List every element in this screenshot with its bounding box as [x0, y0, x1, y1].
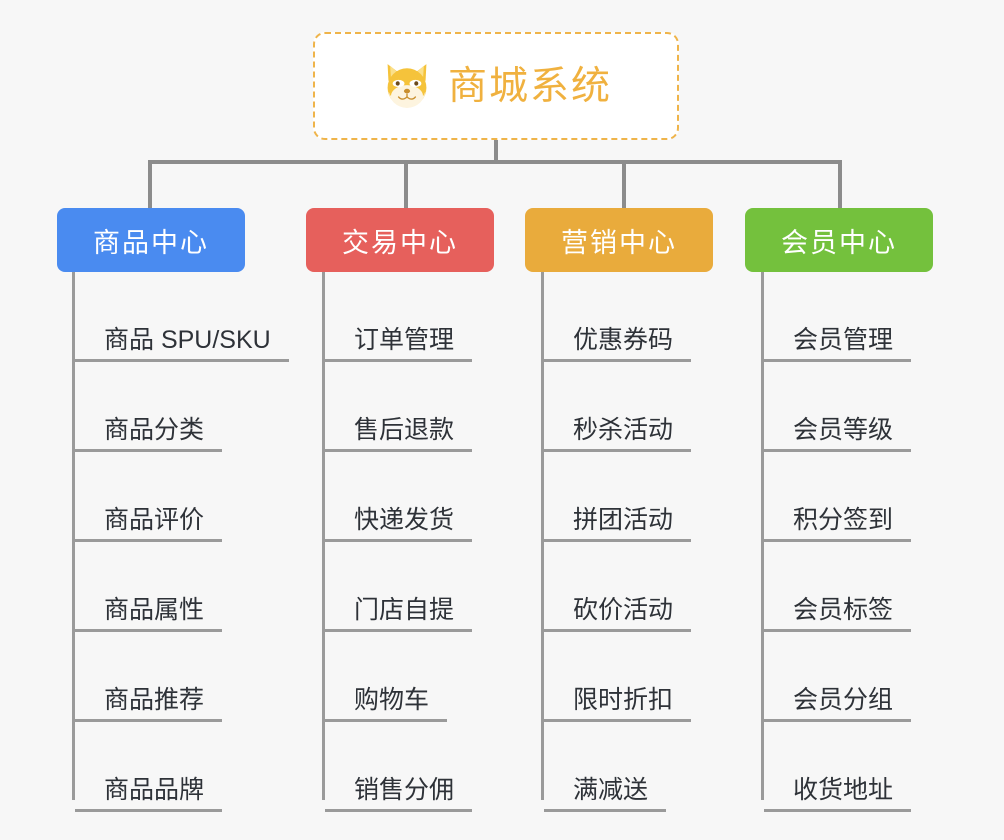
leaf-label: 商品分类 [75, 417, 223, 452]
list-item[interactable]: 限时折扣 [541, 632, 692, 722]
list-item[interactable]: 会员分组 [761, 632, 912, 722]
leaf-label: 优惠券码 [544, 327, 692, 362]
list-item[interactable]: 会员标签 [761, 542, 912, 632]
leaf-label: 商品推荐 [75, 687, 223, 722]
category-box-3[interactable]: 营销中心 [525, 208, 713, 272]
category-title-2: 交易中心 [342, 227, 458, 258]
list-item[interactable]: 商品属性 [72, 542, 289, 632]
category-box-4[interactable]: 会员中心 [745, 208, 933, 272]
connector-drop-1 [148, 160, 152, 208]
category-title-1: 商品中心 [93, 227, 209, 258]
leaf-label: 收货地址 [764, 777, 912, 812]
list-item[interactable]: 售后退款 [322, 362, 473, 452]
leaf-column-4: 会员管理 会员等级 积分签到 会员标签 会员分组 收货地址 [761, 272, 912, 812]
list-item[interactable]: 商品 SPU/SKU [72, 272, 289, 362]
list-item[interactable]: 订单管理 [322, 272, 473, 362]
column-spine-1 [72, 272, 75, 800]
list-item[interactable]: 门店自提 [322, 542, 473, 632]
list-item[interactable]: 积分签到 [761, 452, 912, 542]
list-item[interactable]: 商品分类 [72, 362, 289, 452]
connector-drop-4 [838, 160, 842, 208]
list-item[interactable]: 满减送 [541, 722, 691, 812]
leaf-label: 商品品牌 [75, 777, 223, 812]
list-item[interactable]: 快递发货 [322, 452, 473, 542]
leaf-label: 秒杀活动 [544, 417, 692, 452]
leaf-column-1: 商品 SPU/SKU 商品分类 商品评价 商品属性 商品推荐 商品品牌 [72, 272, 289, 812]
leaf-label: 积分签到 [764, 507, 912, 542]
root-title: 商城系统 [447, 64, 612, 108]
leaf-label: 满减送 [544, 777, 667, 812]
category-box-2[interactable]: 交易中心 [306, 208, 494, 272]
leaf-label: 售后退款 [325, 417, 473, 452]
root-node[interactable]: 商城系统 [313, 32, 679, 140]
category-title-4: 会员中心 [781, 227, 897, 258]
list-item[interactable]: 商品评价 [72, 452, 289, 542]
list-item[interactable]: 砍价活动 [541, 542, 692, 632]
leaf-label: 订单管理 [325, 327, 473, 362]
leaf-label: 会员等级 [764, 417, 912, 452]
list-item[interactable]: 商品推荐 [72, 632, 289, 722]
list-item[interactable]: 会员等级 [761, 362, 912, 452]
leaf-column-2: 订单管理 售后退款 快递发货 门店自提 购物车 销售分佣 [322, 272, 473, 812]
leaf-label: 限时折扣 [544, 687, 692, 722]
category-title-3: 营销中心 [561, 227, 677, 258]
list-item[interactable]: 会员管理 [761, 272, 912, 362]
leaf-label: 拼团活动 [544, 507, 692, 542]
connector-drop-3 [622, 160, 626, 208]
leaf-label: 会员分组 [764, 687, 912, 722]
list-item[interactable]: 收货地址 [761, 722, 912, 812]
connector-horizontal-bus [148, 160, 842, 164]
leaf-label: 会员标签 [764, 597, 912, 632]
leaf-label: 门店自提 [325, 597, 473, 632]
connector-root-stem [494, 140, 498, 164]
column-spine-4 [761, 272, 764, 800]
list-item[interactable]: 销售分佣 [322, 722, 473, 812]
list-item[interactable]: 购物车 [322, 632, 472, 722]
leaf-label: 购物车 [325, 687, 448, 722]
leaf-label: 商品 SPU/SKU [75, 327, 289, 362]
list-item[interactable]: 优惠券码 [541, 272, 692, 362]
leaf-label: 快递发货 [325, 507, 473, 542]
leaf-label: 商品评价 [75, 507, 223, 542]
leaf-label: 会员管理 [764, 327, 912, 362]
list-item[interactable]: 商品品牌 [72, 722, 289, 812]
leaf-label: 砍价活动 [544, 597, 692, 632]
leaf-label: 商品属性 [75, 597, 223, 632]
shiba-dog-icon [387, 64, 427, 108]
leaf-label: 销售分佣 [325, 777, 473, 812]
list-item[interactable]: 拼团活动 [541, 452, 692, 542]
connector-drop-2 [404, 160, 408, 208]
list-item[interactable]: 秒杀活动 [541, 362, 692, 452]
column-spine-2 [322, 272, 325, 800]
leaf-column-3: 优惠券码 秒杀活动 拼团活动 砍价活动 限时折扣 满减送 [541, 272, 692, 812]
column-spine-3 [541, 272, 544, 800]
category-box-1[interactable]: 商品中心 [57, 208, 245, 272]
